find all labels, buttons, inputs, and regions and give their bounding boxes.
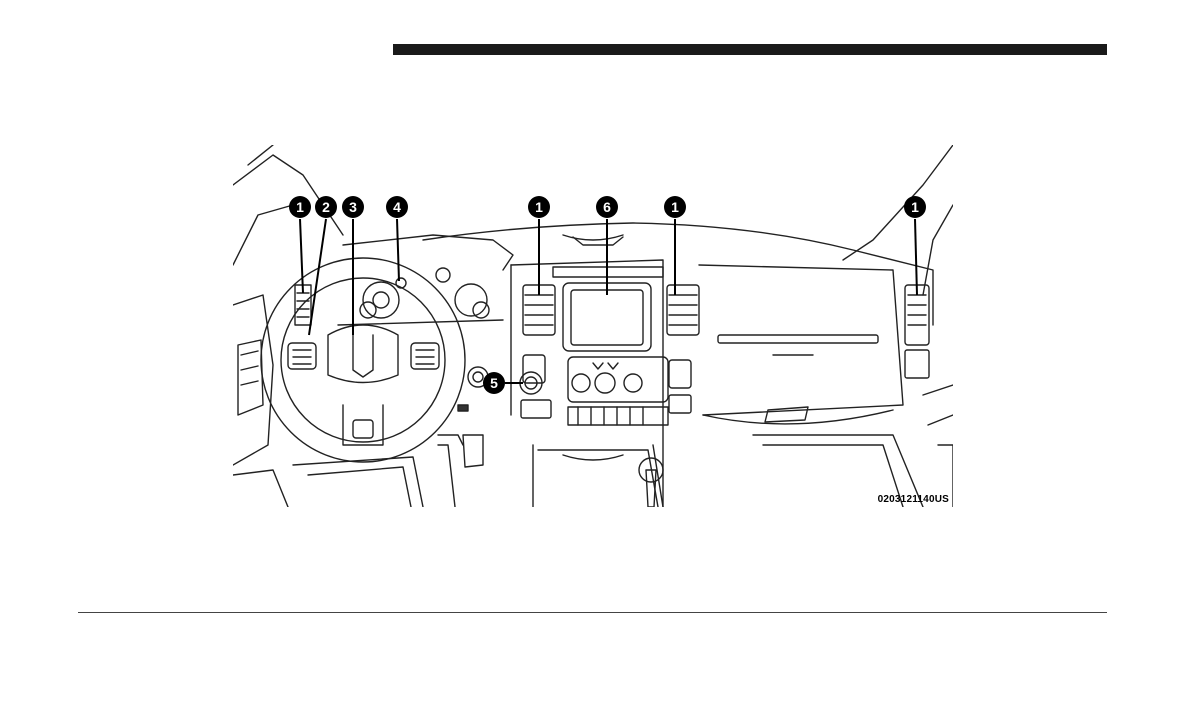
- callout-1-center-right: 1: [664, 196, 686, 218]
- leader-1-left-vent: [300, 219, 303, 293]
- svg-text:1: 1: [671, 199, 679, 215]
- callout-5: 5: [483, 372, 505, 394]
- svg-text:6: 6: [603, 199, 611, 215]
- svg-text:3: 3: [349, 199, 357, 215]
- svg-text:1: 1: [535, 199, 543, 215]
- svg-text:1: 1: [296, 199, 304, 215]
- svg-text:5: 5: [490, 375, 498, 391]
- callout-1-right: 1: [904, 196, 926, 218]
- svg-text:2: 2: [322, 199, 330, 215]
- callout-6: 6: [596, 196, 618, 218]
- svg-text:4: 4: [393, 199, 401, 215]
- callout-3: 3: [342, 196, 364, 218]
- dashboard-illustration: 1 2 3 4 1 6 1 1: [233, 145, 953, 507]
- callout-2: 2: [315, 196, 337, 218]
- header-bar: [393, 44, 1107, 55]
- callout-1-left: 1: [289, 196, 311, 218]
- callout-layer: 1 2 3 4 1 6 1 1: [233, 145, 953, 507]
- footer-rule: [78, 612, 1107, 613]
- callout-4: 4: [386, 196, 408, 218]
- svg-text:1: 1: [911, 199, 919, 215]
- leader-1-right: [915, 219, 917, 295]
- leader-4: [397, 219, 399, 281]
- callout-1-center-left: 1: [528, 196, 550, 218]
- leader-2: [309, 219, 326, 335]
- figure-code: 0203121140US: [878, 494, 949, 505]
